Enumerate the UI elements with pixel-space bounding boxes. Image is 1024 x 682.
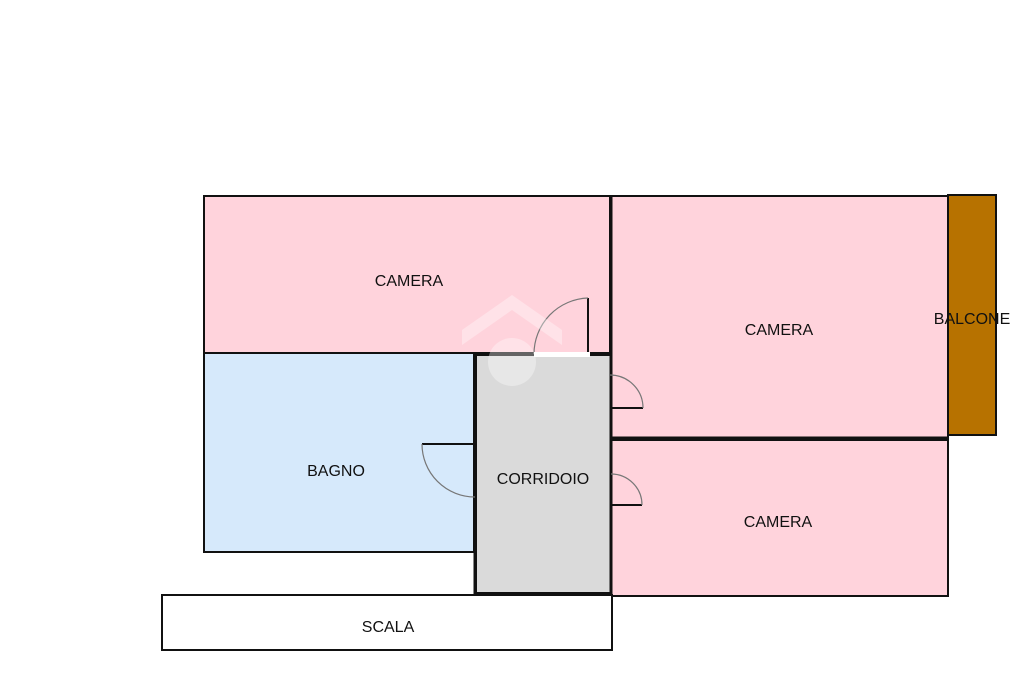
room-camera-bottom: [610, 439, 949, 597]
door-bagno: [421, 443, 476, 498]
room-bagno: [203, 352, 475, 553]
label-bagno: BAGNO: [307, 463, 365, 480]
room-camera-top: [203, 195, 611, 354]
watermark-logo: [462, 295, 562, 386]
door-camera-bottom: [610, 473, 643, 506]
door-camera-right: [609, 374, 644, 409]
label-balcone: BALCONE: [934, 311, 1010, 328]
room-camera-right: [609, 195, 949, 439]
label-camera-right: CAMERA: [745, 322, 814, 339]
door-camera-top: [533, 297, 590, 357]
label-camera-bottom: CAMERA: [744, 514, 813, 531]
label-camera-top: CAMERA: [375, 273, 444, 290]
room-scala: [161, 594, 613, 651]
label-corridoio: CORRIDOIO: [497, 471, 589, 488]
label-scala: SCALA: [362, 619, 415, 636]
room-balcone: [947, 194, 997, 436]
